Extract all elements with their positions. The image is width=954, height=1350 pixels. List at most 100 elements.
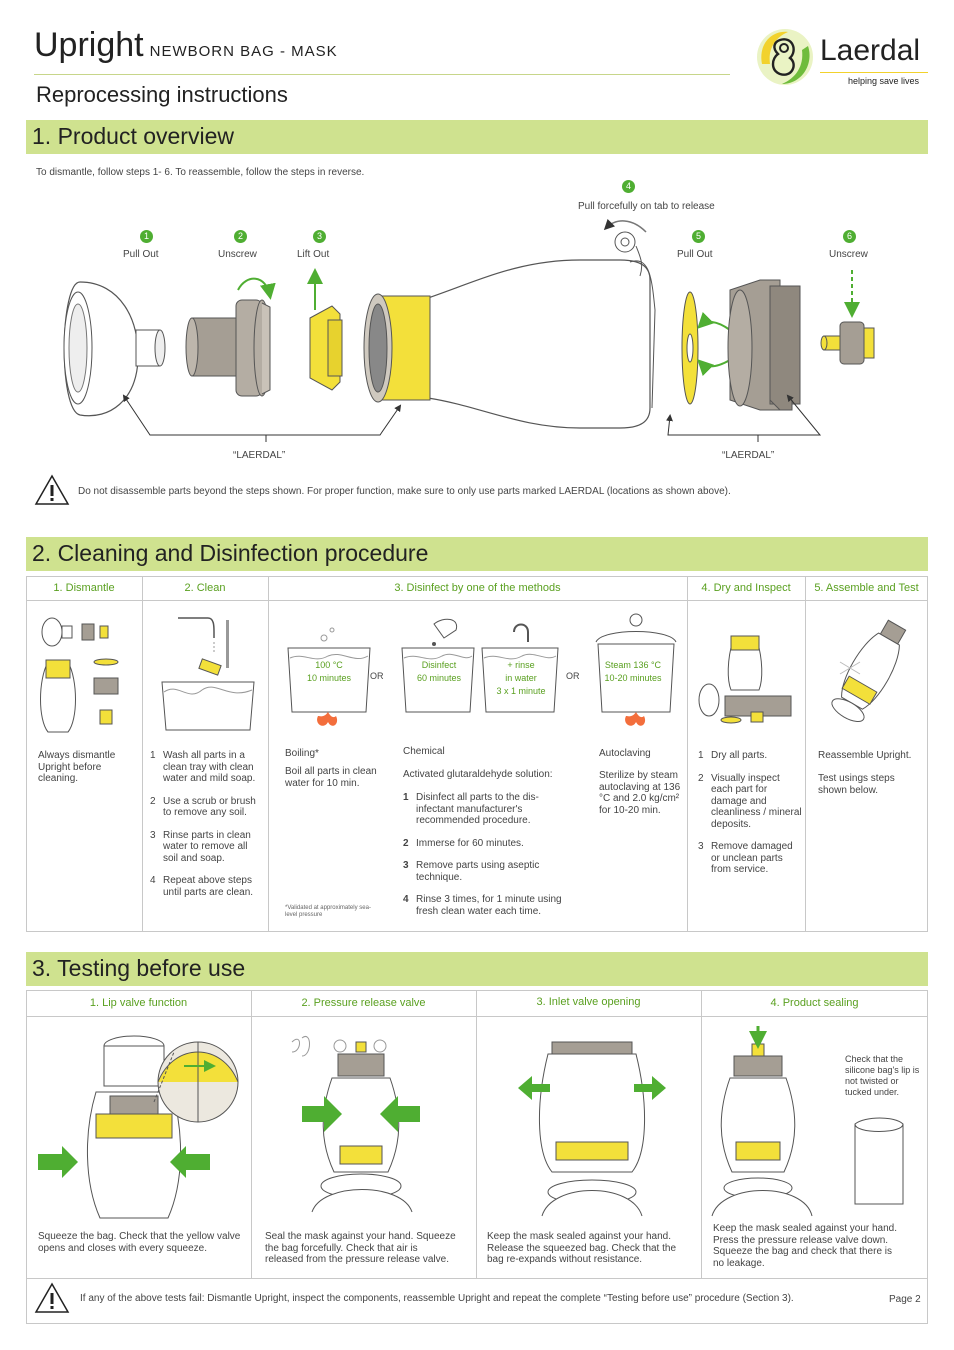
step-text: Visually inspect each part for damage an… [711,772,802,830]
step-number: 4 [403,894,409,905]
rinse-label-3: 3 x 1 minute [496,686,546,696]
rinse-label: + rinse [507,660,535,670]
cleaning-table [26,576,928,932]
test-3-text: Keep the mask sealed against your hand. … [487,1231,677,1265]
brand-name: Laerdal [820,34,921,67]
test-4-heading: 4. Product sealing [770,997,859,1009]
chemical-title: Chemical [403,746,445,757]
autoclave-text: Sterilize by steam autoclaving at 136 °C… [599,770,681,816]
wash-tray-illustration [161,617,255,731]
boiling-note: *Validated at approximately sea-level pr… [285,905,371,918]
or-label: OR [566,671,580,681]
step-number: 3 [698,841,704,852]
step-number: 2 [150,795,156,807]
chemical-step: 3 Remove parts using aseptic technique. [403,860,563,883]
inlet-housing-part [727,279,801,411]
col-divider [251,990,252,1278]
col-divider [142,576,143,932]
testing-header-rule [26,1016,928,1017]
rinse-tray [481,623,559,713]
exploded-view-diagram [63,218,875,442]
laerdal-marking-right: “LAERDAL” [722,450,775,461]
section-3-bar: 3. Testing before use [26,952,928,986]
col-assemble-heading: 5. Assemble and Test [814,582,919,594]
test-4-text: Keep the mask sealed against your hand. … [713,1223,898,1269]
test-2-heading: 2. Pressure release valve [301,997,426,1009]
section-1-bar: 1. Product overview [26,120,928,154]
release-tab [614,231,643,277]
page-number: Page 2 [889,1294,921,1305]
warning-icon [34,474,70,505]
step-number: 1 [150,750,156,761]
col-dismantle-heading: 1. Dismantle [53,582,115,594]
dismantle-text: Always dismantle Upright before cleaning… [38,750,116,784]
col-divider [687,576,688,932]
inlet-valve-test-illustration [518,1041,666,1217]
step-text: Remove damaged or unclean parts from ser… [711,841,793,875]
test-2-text: Seal the mask against your hand. Squeeze… [265,1231,456,1265]
test-1-heading: 1. Lip valve function [89,997,188,1009]
boil-time: 10 minutes [306,673,352,683]
test-1-text: Squeeze the bag. Check that the yellow v… [38,1231,241,1254]
step-5-label: Pull Out [677,249,713,260]
inlet-disc-part [681,291,699,405]
step-6-badge: 6 [843,230,856,243]
col-disinfect-heading: 3. Disinfect by one of the methods [394,582,561,594]
boiling-pot [287,627,371,726]
step-5-badge: 5 [692,230,705,243]
testing-warning: If any of the above tests fail: Dismantl… [80,1293,794,1304]
step-number: 2 [698,772,704,784]
valve-housing-part [185,299,271,397]
testing-footer-rule [26,1278,928,1279]
testing-table [26,990,928,1324]
step-3-badge: 3 [313,230,326,243]
col-divider [268,576,269,932]
mask-part [63,281,166,417]
step-4-label: Pull forcefully on tab to release [578,201,715,212]
steam-time: 10-20 minutes [604,673,662,683]
bag-part [363,259,656,429]
step-number: 1 [403,792,409,803]
laerdal-logo: Laerdal helping save lives [752,24,932,90]
product-sealing-test-illustration [711,1026,813,1217]
step-number: 4 [150,875,156,886]
warning-icon [34,1282,70,1313]
overview-intro: To dismantle, follow steps 1- 6. To reas… [36,167,365,178]
cleaning-header-rule [26,600,928,601]
step-1-badge: 1 [140,230,153,243]
step-number: 3 [403,860,409,871]
step-text: Immerse for 60 minutes. [416,837,524,849]
section-2-title: 2. Cleaning and Disinfection procedure [32,540,429,566]
step-number: 1 [698,750,704,761]
section-heading: Reprocessing instructions [36,82,288,107]
step-number: 2 [403,837,409,849]
section-3-title: 3. Testing before use [32,955,246,981]
section-2-bar: 2. Cleaning and Disinfection procedure [26,537,928,571]
assemble-text-2: Test usings steps shown below. [818,773,895,796]
step-2-label: Unscrew [218,249,257,260]
step-text: Wash all parts in a clean tray with clea… [163,750,256,784]
bag-lip-detail-illustration [854,1117,904,1205]
boil-temp: 100 °C [315,660,343,670]
dried-parts-illustration [698,635,792,724]
lip-valve-test-illustration [38,1035,239,1219]
clean-steps: 1 Wash all parts in a clean tray with cle… [150,750,264,909]
lip-check-note: Check that the silicone bag's lip is not… [845,1054,920,1097]
step-1-label: Pull Out [123,249,159,260]
col-clean-heading: 2. Clean [184,582,226,594]
title-sub: NEWBORN BAG - MASK [149,43,338,60]
col-dry-heading: 4. Dry and Inspect [701,582,791,594]
brand-tagline: helping save lives [848,76,920,86]
step-text: Remove parts using aseptic technique. [416,860,540,883]
step-text: Use a scrub or brush to remove any soil. [163,795,256,819]
step-text: Repeat above steps until parts are clean… [163,875,254,898]
dry-step: 2 Visually inspect each part for damage a… [698,773,802,831]
lip-valve-part [309,305,343,391]
